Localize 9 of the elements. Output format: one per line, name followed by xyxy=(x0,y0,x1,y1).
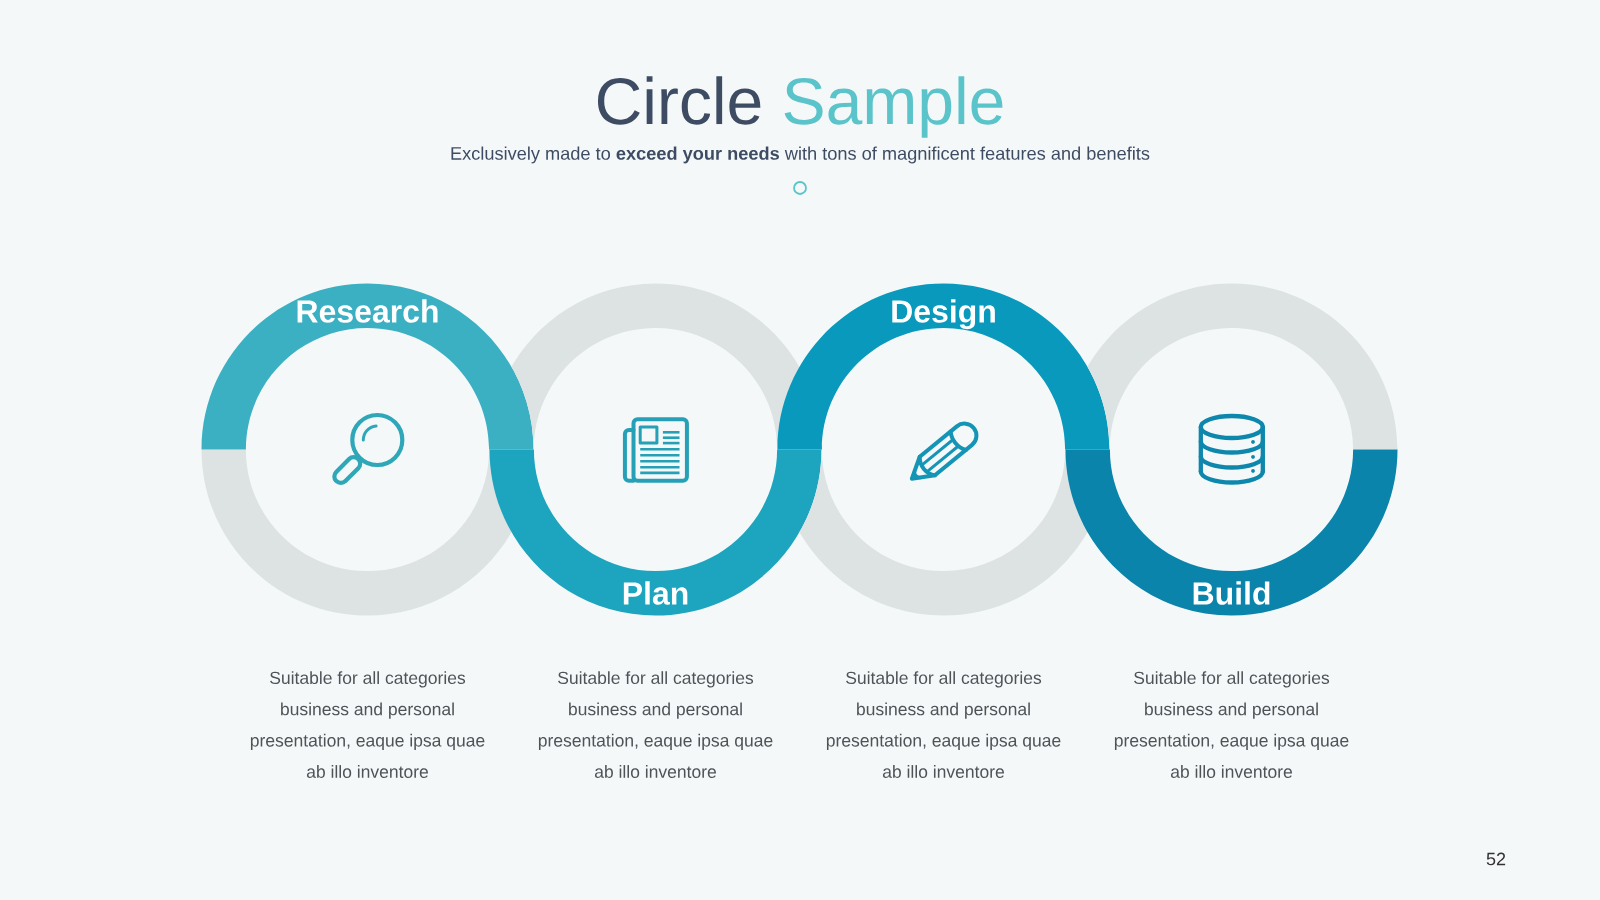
description-text: Suitable for all categories business and personal presentation, eaque ipsa quae ab illo inventore xyxy=(538,671,773,778)
description-text: Suitable for all categories business and personal presentation, eaque ipsa quae ab illo inventore xyxy=(1114,671,1349,778)
ring-label: Design xyxy=(892,299,995,330)
subtitle: Exclusively made to exceed your needs with tons of magnificent features and benefits xyxy=(451,146,1150,164)
description-text: Suitable for all categories business and personal presentation, eaque ipsa quae ab illo inventore xyxy=(250,671,485,778)
page-number: 52 xyxy=(1486,852,1506,866)
title: Circle Sample xyxy=(597,76,1003,138)
description-text: Suitable for all categories business and personal presentation, eaque ipsa quae ab illo inventore xyxy=(826,671,1061,778)
ring-label: Research xyxy=(297,299,438,323)
